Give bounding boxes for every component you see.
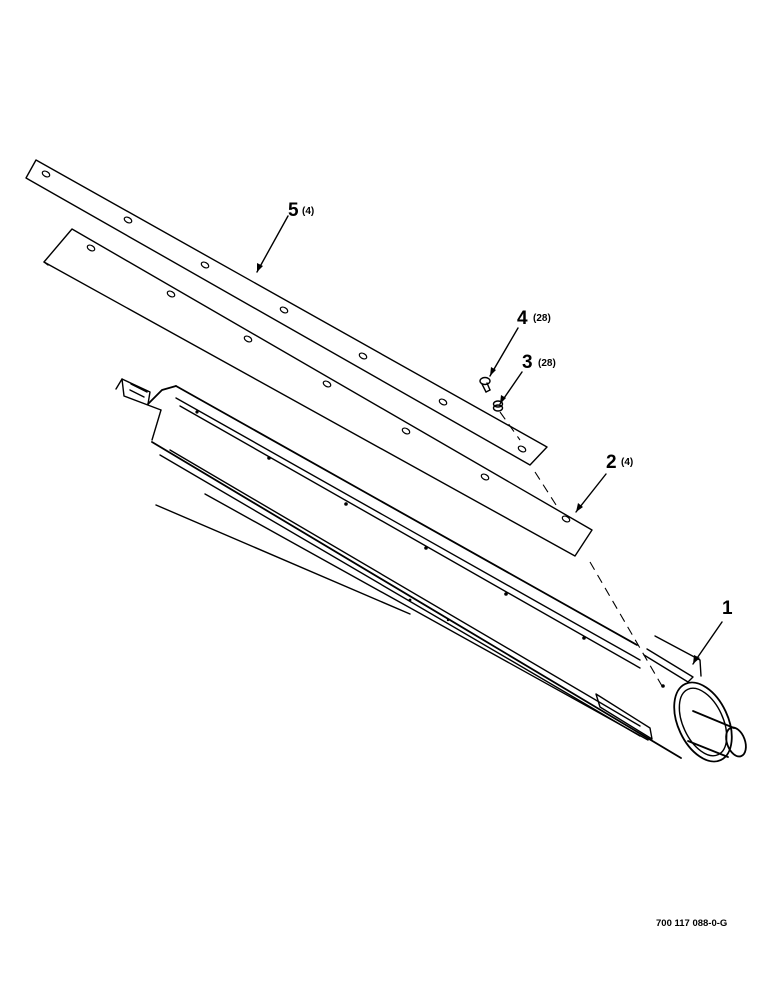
roller-assembly: [115, 378, 747, 763]
callout-5-number: 5: [288, 200, 299, 221]
strip-lower: [43, 228, 593, 557]
callout-4-number: 4: [517, 308, 528, 329]
callout-3-qty: (28): [538, 358, 556, 369]
screw: [479, 376, 491, 393]
callout-3: 3 (28): [522, 352, 556, 373]
assembly-lines: [499, 411, 663, 687]
callout-2: 2 (4): [606, 452, 633, 473]
callout-3-number: 3: [522, 352, 533, 373]
callout-5-qty: (4): [302, 206, 314, 217]
callout-1-number: 1: [722, 598, 733, 619]
callout-2-qty: (4): [621, 457, 633, 468]
callout-4: 4 (28): [517, 308, 551, 329]
strip-upper: [25, 159, 548, 466]
leader-lines: [256, 215, 723, 665]
callout-4-qty: (28): [533, 313, 551, 324]
washer: [492, 400, 504, 412]
callout-2-number: 2: [606, 452, 617, 473]
callout-1: 1: [722, 598, 733, 619]
drawing-number: 700 117 088-0-G: [656, 918, 727, 929]
callout-5: 5 (4): [288, 200, 314, 221]
